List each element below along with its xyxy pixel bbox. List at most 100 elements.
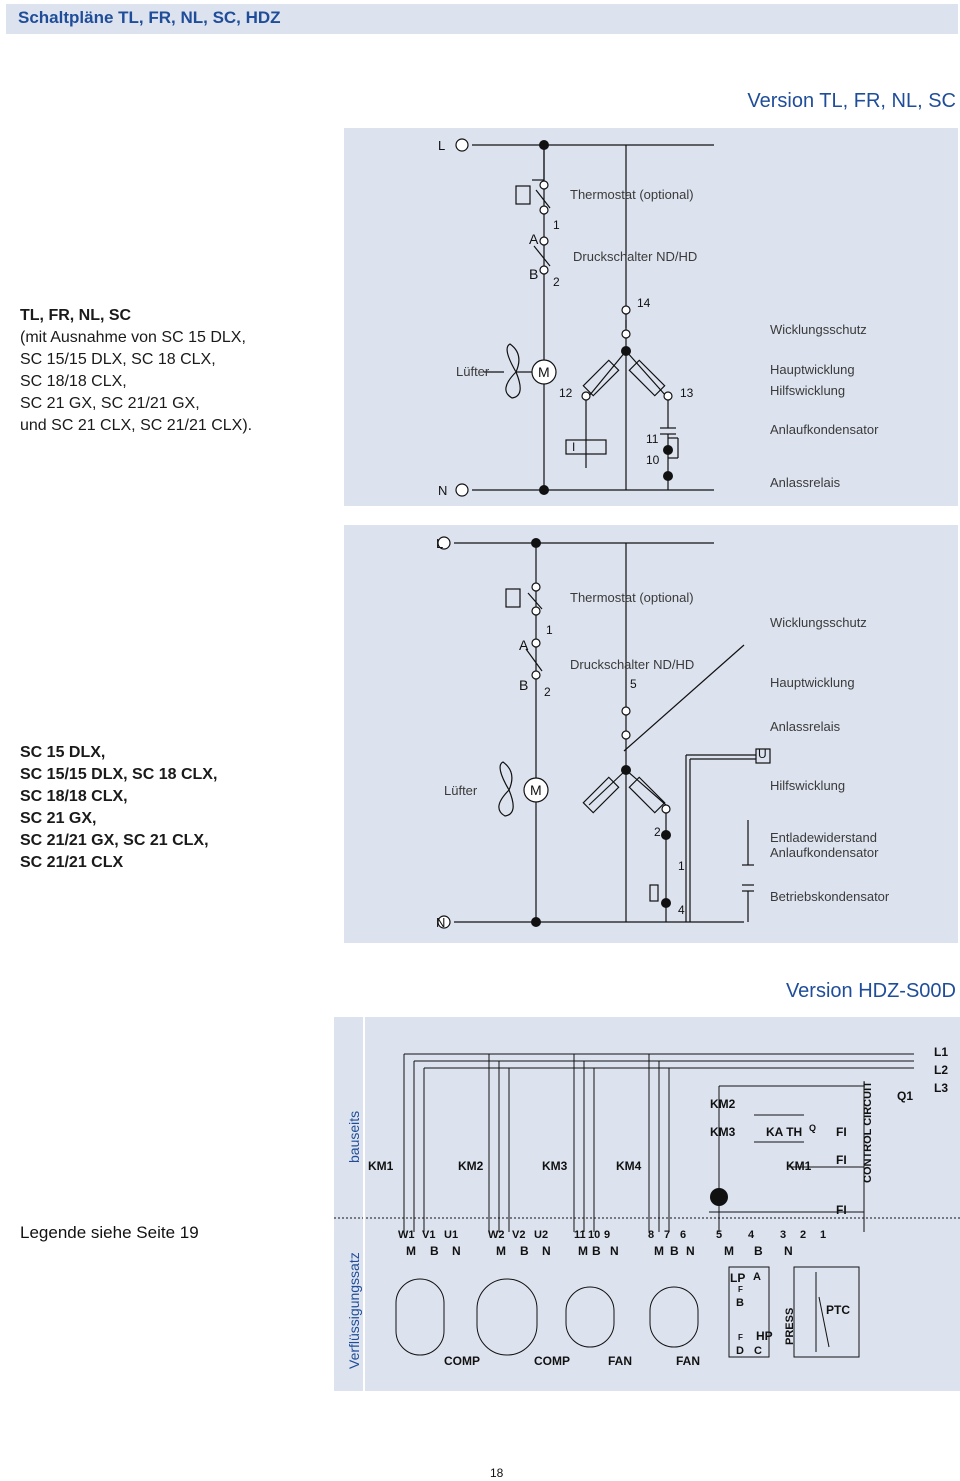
relay-u-label: U — [758, 747, 767, 761]
component-label: Thermostat (optional) — [570, 590, 694, 605]
terminal-label: 5 — [630, 677, 637, 691]
page-title: Schaltpläne TL, FR, NL, SC, HDZ — [18, 8, 281, 27]
terminal-label: 5 — [716, 1229, 723, 1241]
terminal-label: 10 — [646, 453, 660, 467]
terminal-label: 4 — [748, 1229, 755, 1241]
mbn-label: M — [654, 1244, 664, 1258]
line-l-label: L — [436, 536, 444, 551]
motor-label: M — [530, 782, 542, 798]
mbn-label: M — [724, 1244, 734, 1258]
mbn-label: N — [452, 1244, 461, 1258]
contactor-label: KM1 — [786, 1159, 812, 1173]
terminal-c-label: C — [754, 1345, 762, 1357]
device-label: FAN — [676, 1354, 700, 1368]
component-label: Anlassrelais — [770, 719, 841, 734]
terminal-label: 2 — [800, 1229, 807, 1241]
mbn-label: B — [754, 1244, 763, 1258]
wiring-diagram-1: L N Lüfter M A B 1 2 14 12 13 11 10 I Th… — [344, 128, 958, 506]
component-label: Betriebskondensator — [770, 889, 890, 904]
fi-label: FI — [836, 1203, 847, 1217]
contact-b-label: B — [529, 266, 539, 282]
model-line: TL, FR, NL, SC — [20, 307, 132, 324]
model-line: SC 21 GX, — [20, 810, 97, 827]
component-label: Thermostat (optional) — [570, 187, 694, 202]
terminal-label: 11 — [646, 432, 659, 446]
model-line: (mit Ausnahme von SC 15 DLX, — [20, 329, 246, 346]
model-list-2: SC 15 DLX, SC 15/15 DLX, SC 18 CLX, SC 1… — [20, 742, 217, 874]
fi-label: FI — [836, 1125, 847, 1139]
relay-label: I — [572, 440, 576, 454]
terminal-label: 3 — [780, 1229, 787, 1241]
terminal-label: V1 — [422, 1229, 436, 1241]
bauseits-label: bauseits — [346, 1110, 362, 1163]
contact-b-label: B — [519, 677, 529, 693]
terminal-label: 7 — [664, 1229, 671, 1241]
component-label: Anlaufkondensator — [770, 422, 879, 437]
contactor-label: KM3 — [710, 1125, 736, 1139]
verfluessigungssatz-label: Verflüssigungssatz — [346, 1252, 362, 1369]
component-label: Hauptwicklung — [770, 362, 855, 377]
wiring-diagram-hdz-lines — [334, 1017, 960, 1391]
model-line: SC 18/18 CLX, — [20, 373, 127, 390]
q-label: Q — [809, 1123, 817, 1133]
model-list-1: TL, FR, NL, SC (mit Ausnahme von SC 15 D… — [20, 305, 252, 437]
model-line: SC 21/21 GX, SC 21 CLX, — [20, 832, 209, 849]
mbn-label: B — [670, 1244, 679, 1258]
contactor-label: KM2 — [710, 1097, 736, 1111]
lp-label: LP — [730, 1271, 746, 1285]
line-n-label: N — [436, 915, 446, 930]
terminal-label: 2 — [654, 825, 661, 839]
terminal-label: 1 — [678, 859, 685, 873]
model-line: und SC 21 CLX, SC 21/21 CLX). — [20, 417, 253, 434]
contactor-label: KM1 — [368, 1159, 394, 1173]
device-label: COMP — [534, 1354, 570, 1368]
header-bar — [6, 4, 958, 34]
terminal-label: 1 — [553, 218, 560, 232]
control-circuit-label: CONTROL CIRCUIT — [862, 1081, 874, 1183]
component-label: Wicklungsschutz — [770, 322, 867, 337]
mbn-label: B — [592, 1244, 601, 1258]
wiring-diagram-2-lines — [437, 536, 771, 929]
mbn-label: B — [520, 1244, 529, 1258]
hp-label: HP — [756, 1329, 773, 1343]
terminal-label: U1 — [444, 1229, 459, 1241]
fuse-label: F — [738, 1333, 743, 1342]
ptc-label: PTC — [826, 1303, 850, 1317]
device-label: COMP — [444, 1354, 480, 1368]
terminal-label: 1 — [546, 623, 553, 637]
terminal-label: W1 — [398, 1229, 415, 1241]
component-label: Hilfswicklung — [770, 778, 846, 793]
mbn-label: N — [542, 1244, 551, 1258]
contactor-label: KM3 — [542, 1159, 568, 1173]
line-l-label: L — [438, 138, 446, 153]
mbn-label: N — [784, 1244, 793, 1258]
wiring-diagram-hdz: bauseits Verflüssigungssatz L1 L2 L3 Q1 … — [334, 1017, 960, 1391]
mbn-label: N — [686, 1244, 695, 1258]
model-line: SC 15/15 DLX, SC 18 CLX, — [20, 766, 218, 783]
terminal-label: 2 — [553, 275, 560, 289]
model-line: SC 21 GX, SC 21/21 GX, — [20, 395, 200, 412]
component-label: Druckschalter ND/HD — [573, 249, 698, 264]
terminal-label: 9 — [604, 1229, 611, 1241]
terminal-label: U2 — [534, 1229, 549, 1241]
fan-label: Lüfter — [444, 783, 478, 798]
mbn-label: M — [406, 1244, 416, 1258]
terminal-label: 1 — [820, 1229, 827, 1241]
contact-a-label: A — [529, 231, 539, 247]
terminal-d-label: D — [736, 1345, 744, 1357]
model-line: SC 15 DLX, — [20, 744, 106, 761]
terminal-b-label: B — [736, 1297, 744, 1309]
version-title-1: Version TL, FR, NL, SC — [747, 90, 956, 112]
mbn-label: N — [610, 1244, 619, 1258]
model-line: SC 15/15 DLX, SC 18 CLX, — [20, 351, 216, 368]
phase-label: L3 — [934, 1081, 949, 1095]
model-line: SC 18/18 CLX, — [20, 788, 128, 805]
version-title-2: Version HDZ-S00D — [785, 980, 956, 1002]
device-label: FAN — [608, 1354, 632, 1368]
terminal-label: 6 — [680, 1229, 687, 1241]
contact-a-label: A — [519, 637, 529, 653]
mbn-label: M — [578, 1244, 588, 1258]
fan-label: Lüfter — [456, 364, 490, 379]
terminal-label: 4 — [678, 903, 685, 917]
component-label: Entladewiderstand — [770, 830, 877, 845]
